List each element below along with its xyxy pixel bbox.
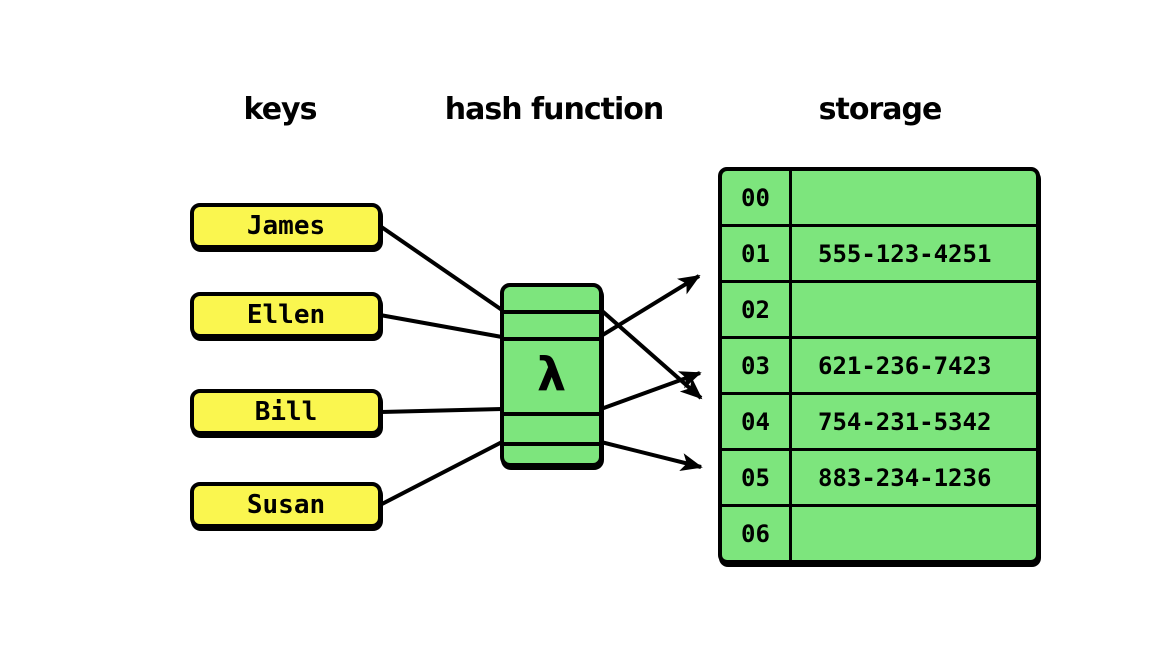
line-ellen-to-hash [379, 313, 503, 339]
hash-box-divider [504, 310, 599, 314]
storage-header: storage [818, 92, 943, 127]
hash-box-divider [504, 412, 599, 416]
storage-row-05: 05 883-234-1236 [722, 451, 1036, 507]
line-susan-to-hash [379, 440, 503, 507]
keys-header: keys [243, 92, 318, 127]
storage-index: 03 [722, 339, 792, 392]
arrow-hash-to-row-04 [599, 308, 703, 400]
key-label: James [246, 211, 326, 241]
storage-value: 754-231-5342 [818, 407, 992, 436]
storage-value [792, 171, 1036, 224]
storage-index: 00 [722, 171, 792, 224]
storage-table: 00 01 555-123-4251 02 03 621-236-7423 04… [718, 167, 1040, 564]
hash-box-divider [504, 442, 599, 446]
storage-value: 621-236-7423 [818, 351, 992, 380]
arrow-hash-to-row-03 [600, 371, 702, 411]
storage-value: 555-123-4251 [818, 239, 992, 268]
lambda-symbol: λ [536, 347, 567, 401]
storage-row-02: 02 [722, 283, 1036, 339]
key-label: Susan [246, 490, 326, 520]
storage-index: 04 [722, 395, 792, 448]
storage-row-01: 01 555-123-4251 [722, 227, 1036, 283]
storage-row-06: 06 [722, 507, 1036, 560]
key-box-susan: Susan [190, 482, 382, 528]
storage-index: 02 [722, 283, 792, 336]
arrow-hash-to-row-01 [599, 274, 701, 338]
key-box-james: James [190, 203, 382, 249]
line-bill-to-hash [379, 407, 503, 414]
key-box-ellen: Ellen [190, 292, 382, 338]
storage-row-04: 04 754-231-5342 [722, 395, 1036, 451]
storage-index: 01 [722, 227, 792, 280]
key-box-bill: Bill [190, 389, 382, 435]
hash-function-header: hash function [444, 92, 664, 127]
arrow-hash-to-row-05 [600, 440, 703, 472]
storage-index: 05 [722, 451, 792, 504]
key-label: Bill [254, 397, 318, 427]
storage-value [792, 507, 1036, 560]
hash-box-divider [504, 337, 599, 341]
storage-row-03: 03 621-236-7423 [722, 339, 1036, 395]
line-james-to-hash [378, 224, 504, 312]
storage-index: 06 [722, 507, 792, 560]
key-label: Ellen [246, 300, 326, 330]
storage-value [792, 283, 1036, 336]
hash-function-box: λ [500, 283, 603, 467]
storage-row-00: 00 [722, 171, 1036, 227]
storage-value: 883-234-1236 [818, 463, 992, 492]
